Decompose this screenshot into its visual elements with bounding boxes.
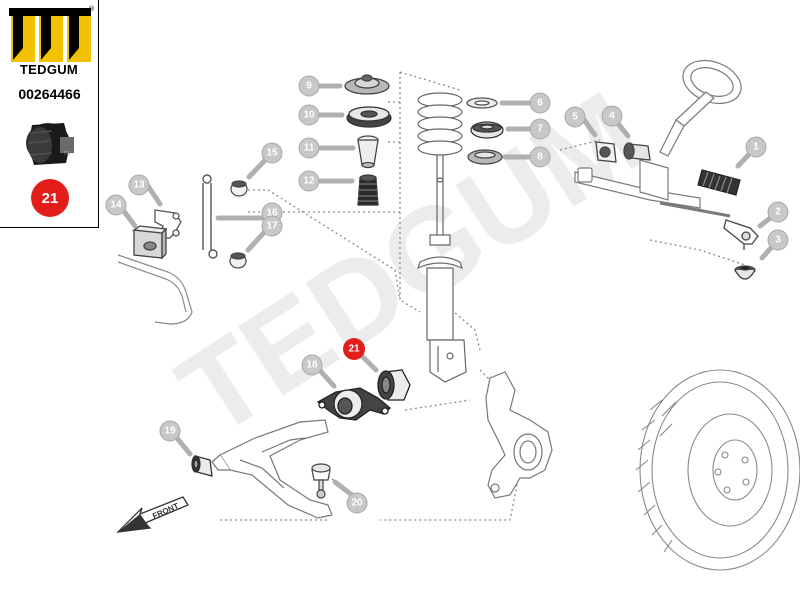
callout-16: 16 [266, 208, 278, 219]
callout-19: 19 [164, 426, 176, 437]
stabilizer-bar [117, 254, 193, 325]
bump-stop [357, 135, 379, 169]
callout-21: 21 [348, 344, 360, 355]
wheel-tire [635, 369, 800, 571]
link-bushing-upper [230, 180, 248, 197]
strut-mount [344, 74, 390, 95]
registered-mark: ® [88, 5, 95, 13]
callout-15: 15 [266, 148, 278, 159]
part-number: 00264466 [18, 86, 81, 102]
tie-rod-end [723, 219, 759, 250]
steering-rack-boot [697, 169, 741, 196]
tedgum-logo-icon [9, 8, 91, 62]
callout-5: 5 [572, 112, 578, 123]
callout-20: 20 [351, 498, 363, 509]
callout-14: 14 [110, 200, 122, 211]
stabilizer-bracket [154, 209, 182, 239]
callout-8: 8 [537, 152, 543, 163]
dust-boot [357, 174, 379, 206]
rack-bushing-5 [595, 141, 617, 163]
highlighted-rear-bushing [377, 369, 411, 401]
control-arm-rear-bracket [316, 387, 391, 421]
steering-column [659, 59, 742, 157]
callout-9: 9 [306, 81, 312, 92]
brand-name: TEDGUM [19, 62, 79, 77]
coil-spring [417, 92, 463, 235]
link-bushing-lower [229, 252, 247, 269]
ball-joint-boot [734, 265, 756, 280]
strut-bearing [346, 106, 392, 128]
stabilizer-bushing [132, 225, 168, 260]
lower-ball-joint [311, 463, 331, 499]
callout-4: 4 [609, 111, 615, 122]
control-arm-front-bushing [191, 455, 213, 477]
callout-12: 12 [303, 176, 315, 187]
highlighted-part-badge: 21 [31, 179, 69, 217]
shock-absorber [416, 177, 467, 383]
spring-seat-lower [467, 149, 503, 165]
svg-text:TG: TG [64, 151, 71, 157]
callout-17: 17 [266, 221, 278, 232]
stabilizer-link [202, 174, 218, 259]
callout-21-circle [343, 338, 365, 360]
callout-circles [105, 75, 789, 514]
callout-11: 11 [304, 143, 315, 154]
callout-18: 18 [306, 360, 318, 371]
bushing-product-icon: TG [26, 123, 74, 165]
product-info-panel: ® TEDGUM 00264466 TG 21 [0, 0, 99, 228]
spring-bearing [470, 121, 504, 139]
lower-control-arm [211, 419, 333, 519]
callout-10: 10 [303, 110, 315, 121]
callout-1: 1 [753, 142, 759, 153]
callout-7: 7 [537, 124, 543, 135]
steering-knuckle [485, 371, 553, 499]
spring-seat-upper [466, 97, 498, 109]
callout-6: 6 [537, 98, 543, 109]
callout-2: 2 [775, 207, 781, 218]
steering-rack [574, 159, 731, 218]
callout-numbers: 1 2 3 4 5 6 7 8 9 10 11 12 13 14 15 16 1… [110, 81, 781, 509]
callout-13: 13 [133, 180, 145, 191]
callout-3: 3 [775, 235, 781, 246]
front-arrow-icon [116, 496, 189, 533]
rack-bushing-4 [623, 142, 651, 161]
